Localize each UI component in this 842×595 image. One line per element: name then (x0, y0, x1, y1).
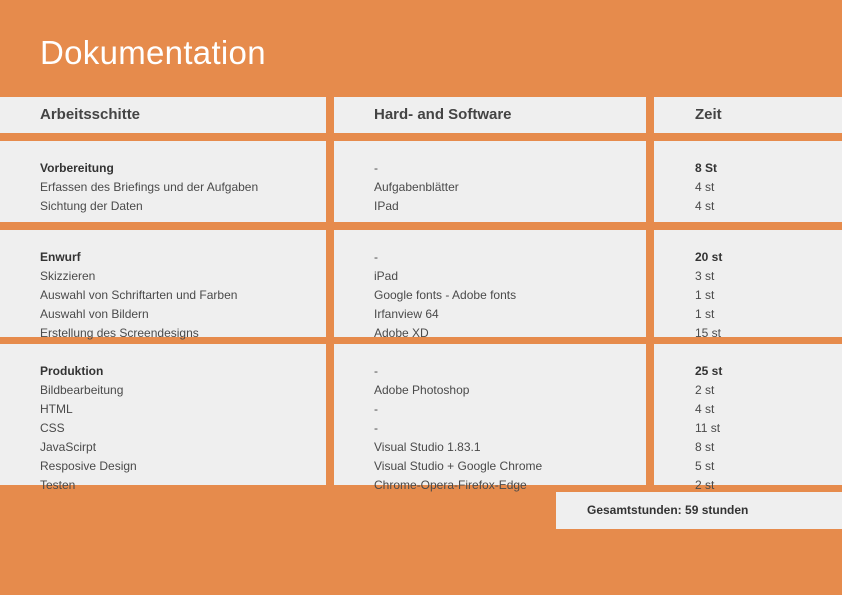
section-entwurf-tools: - iPad Google fonts - Adobe fonts Irfanv… (334, 230, 646, 340)
section-entwurf-times: 20 st 3 st 1 st 1 st 15 st (654, 230, 842, 340)
time-item: 11 st (695, 421, 721, 435)
step-item: JavaScirpt (40, 440, 97, 454)
tool-item: - (374, 250, 378, 264)
step-item: Auswahl von Schriftarten und Farben (40, 288, 238, 302)
time-item: 5 st (695, 459, 715, 473)
step-item: Skizzieren (40, 269, 96, 283)
tool-item: Irfanview 64 (374, 307, 439, 321)
step-item: Auswahl von Bildern (40, 307, 149, 321)
tool-item: - (374, 402, 378, 416)
tool-item: Google fonts - Adobe fonts (374, 288, 517, 302)
tool-item: - (374, 421, 378, 435)
header-steps: Arbeitsschitte (0, 97, 326, 133)
tool-item: Chrome-Opera-Firefox-Edge (374, 478, 527, 492)
header-tools: Hard- and Software (334, 97, 646, 133)
step-item: Bildbearbeitung (40, 383, 124, 397)
time-item: 8 st (695, 440, 715, 454)
section-vorbereitung-tools: - Aufgabenblätter IPad (334, 141, 646, 222)
tool-item: Visual Studio 1.83.1 (374, 440, 481, 454)
time-item: 15 st (695, 326, 722, 340)
section-produktion-times: 25 st 2 st 4 st 11 st 8 st 5 st 2 st (654, 344, 842, 492)
tool-item: - (374, 161, 378, 175)
tool-item: Adobe XD (374, 326, 429, 340)
section-vorbereitung-steps: Vorbereitung Erfassen des Briefings und … (0, 141, 326, 222)
step-item: Erfassen des Briefings und der Aufgaben (40, 180, 259, 194)
tool-item: - (374, 364, 378, 378)
step-item: CSS (40, 421, 65, 435)
section-time-total: 25 st (695, 364, 723, 378)
section-heading: Enwurf (40, 250, 81, 264)
tool-item: Visual Studio + Google Chrome (374, 459, 543, 473)
header-time: Zeit (654, 97, 842, 133)
section-time-total: 20 st (695, 250, 723, 264)
section-entwurf-steps: Enwurf Skizzieren Auswahl von Schriftart… (0, 230, 326, 340)
step-item: Resposive Design (40, 459, 137, 473)
section-vorbereitung-times: 8 St 4 st 4 st (654, 141, 842, 222)
time-item: 3 st (695, 269, 715, 283)
step-item: Erstellung des Screendesigns (40, 326, 199, 340)
tool-item: iPad (374, 269, 399, 283)
time-item: 2 st (695, 383, 715, 397)
time-item: 1 st (695, 307, 715, 321)
tool-item: Adobe Photoshop (374, 383, 470, 397)
section-produktion-steps: Produktion Bildbearbeitung HTML CSS Java… (0, 344, 326, 492)
tool-item: Aufgabenblätter (374, 180, 459, 194)
section-heading: Produktion (40, 364, 104, 378)
section-time-total: 8 St (695, 161, 718, 175)
time-item: 4 st (695, 402, 715, 416)
section-produktion-tools: - Adobe Photoshop - - Visual Studio 1.83… (334, 344, 646, 492)
time-item: 1 st (695, 288, 715, 302)
time-item: 4 st (695, 180, 715, 194)
page-title: Dokumentation (40, 34, 266, 71)
step-item: Sichtung der Daten (40, 199, 143, 213)
total-hours: Gesamtstunden: 59 stunden (556, 492, 842, 529)
step-item: HTML (40, 402, 73, 416)
step-item: Testen (40, 478, 76, 492)
section-heading: Vorbereitung (40, 161, 114, 175)
time-item: 4 st (695, 199, 715, 213)
tool-item: IPad (374, 199, 399, 213)
time-item: 2 st (695, 478, 715, 492)
